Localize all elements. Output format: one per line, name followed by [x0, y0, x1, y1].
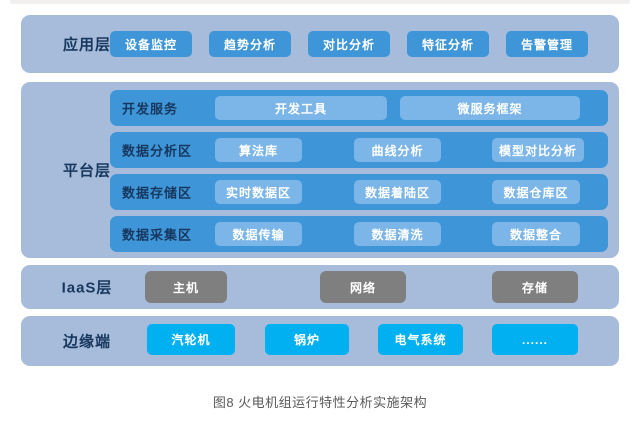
row-development-services: 开发服务 开发工具 微服务框架: [110, 90, 608, 126]
node-algorithm-library: 算法库: [215, 138, 302, 162]
node-steam-turbine: 汽轮机: [147, 324, 235, 355]
node-trend-analysis: 趋势分析: [209, 31, 291, 57]
row-data-storage-zone-label: 数据存储区: [122, 185, 193, 201]
row-development-services-label: 开发服务: [122, 101, 179, 117]
row-data-storage-zone: 数据存储区 实时数据区 数据着陆区 数据仓库区: [110, 174, 608, 210]
node-realtime-data-zone: 实时数据区: [215, 180, 302, 204]
row-data-collection-zone: 数据采集区 数据传输 数据清洗 数据整合: [110, 216, 608, 252]
node-ellipsis: ......: [492, 324, 578, 355]
iaas-layer-band: IaaS层 主机 网络 存储: [21, 265, 619, 309]
row-data-analysis-zone-label: 数据分析区: [122, 143, 193, 159]
node-electrical-system: 电气系统: [378, 324, 463, 355]
node-dev-tools: 开发工具: [215, 96, 387, 120]
node-model-comparison-analysis: 模型对比分析: [492, 138, 584, 162]
row-data-analysis-zone: 数据分析区 算法库 曲线分析 模型对比分析: [110, 132, 608, 168]
node-data-landing-zone: 数据着陆区: [354, 180, 441, 204]
node-feature-analysis: 特征分析: [407, 31, 489, 57]
figure-caption: 图8 火电机组运行特性分析实施架构: [212, 395, 428, 410]
node-host: 主机: [145, 271, 227, 303]
node-data-transmission: 数据传输: [215, 222, 302, 246]
top-divider: [10, 0, 630, 4]
node-data-warehouse-zone: 数据仓库区: [492, 180, 580, 204]
node-device-monitoring: 设备监控: [110, 31, 192, 57]
node-curve-analysis: 曲线分析: [354, 138, 441, 162]
node-boiler: 锅炉: [265, 324, 349, 355]
platform-layer-band: 平台层 开发服务 开发工具 微服务框架 数据分析区 算法库 曲线分析 模型对比分…: [21, 82, 619, 258]
iaas-layer-label: IaaS层: [61, 279, 113, 297]
node-storage: 存储: [492, 271, 578, 303]
node-alarm-management: 告警管理: [506, 31, 588, 57]
node-comparison-analysis: 对比分析: [308, 31, 390, 57]
application-layer-band: 应用层 设备监控 趋势分析 对比分析 特征分析 告警管理: [21, 15, 619, 73]
node-microservice-framework: 微服务框架: [400, 96, 580, 120]
platform-layer-label: 平台层: [62, 162, 111, 180]
node-data-cleaning: 数据清洗: [354, 222, 441, 246]
node-data-integration: 数据整合: [492, 222, 580, 246]
edge-layer-band: 边缘端 汽轮机 锅炉 电气系统 ......: [21, 316, 619, 366]
row-data-collection-zone-label: 数据采集区: [122, 227, 193, 243]
application-layer-label: 应用层: [62, 36, 111, 54]
node-network: 网络: [320, 271, 406, 303]
edge-layer-label: 边缘端: [62, 333, 111, 351]
